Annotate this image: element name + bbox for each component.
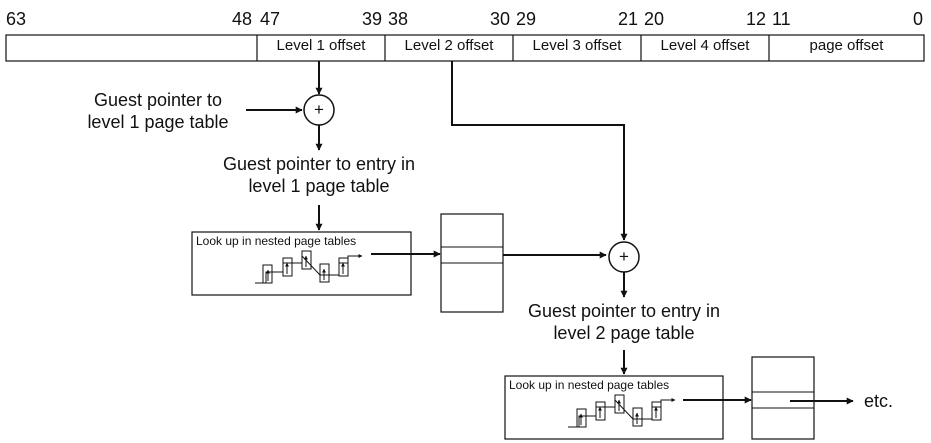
arrow-l2-offset-to-adder2 <box>451 61 628 241</box>
nested-walk-sketch-1 <box>255 250 363 284</box>
bit-12: 12 <box>746 9 767 29</box>
field-level4-offset: Level 4 offset <box>660 37 750 54</box>
lookup-box-2-label: Look up in nested page tables <box>509 378 670 392</box>
label-guest-ptr-entry-l1-line1: Guest pointer to entry in <box>222 154 416 174</box>
label-guest-ptr-entry-l2-line1: Guest pointer to entry in <box>527 301 721 321</box>
bit-63: 63 <box>6 9 27 29</box>
bit-30: 30 <box>490 9 511 29</box>
bit-29: 29 <box>516 9 537 29</box>
label-guest-ptr-entry-l1-line2: level 1 page table <box>248 176 390 196</box>
adder-1-plus: + <box>314 100 324 119</box>
label-guest-ptr-l1-table: Guest pointer to level 1 page table <box>68 89 248 133</box>
bit-0: 0 <box>913 9 924 29</box>
label-etc: etc. <box>864 391 894 411</box>
bit-39: 39 <box>362 9 383 29</box>
page-table-2 <box>751 356 815 440</box>
bit-38: 38 <box>388 9 409 29</box>
nested-walk-sketch-2 <box>568 394 676 428</box>
lookup-box-1-label: Look up in nested page tables <box>196 234 357 248</box>
label-guest-ptr-entry-l2-line2: level 2 page table <box>553 323 695 343</box>
label-guest-ptr-entry-l1: Guest pointer to entry in level 1 page t… <box>199 153 439 197</box>
label-guest-ptr-l1-table-line2: level 1 page table <box>87 112 229 132</box>
bit-21: 21 <box>618 9 639 29</box>
field-level1-offset: Level 1 offset <box>276 37 366 54</box>
field-level2-offset: Level 2 offset <box>404 37 494 54</box>
label-guest-ptr-l1-table-line1: Guest pointer to <box>93 90 223 110</box>
bit-20: 20 <box>644 9 665 29</box>
field-level3-offset: Level 3 offset <box>532 37 622 54</box>
label-guest-ptr-entry-l2: Guest pointer to entry in level 2 page t… <box>504 300 744 344</box>
address-register <box>5 34 925 62</box>
bit-47: 47 <box>260 9 281 29</box>
field-page-offset: page offset <box>809 37 884 54</box>
bit-48: 48 <box>232 9 253 29</box>
adder-2-plus: + <box>619 247 629 266</box>
bit-11: 11 <box>772 9 791 29</box>
